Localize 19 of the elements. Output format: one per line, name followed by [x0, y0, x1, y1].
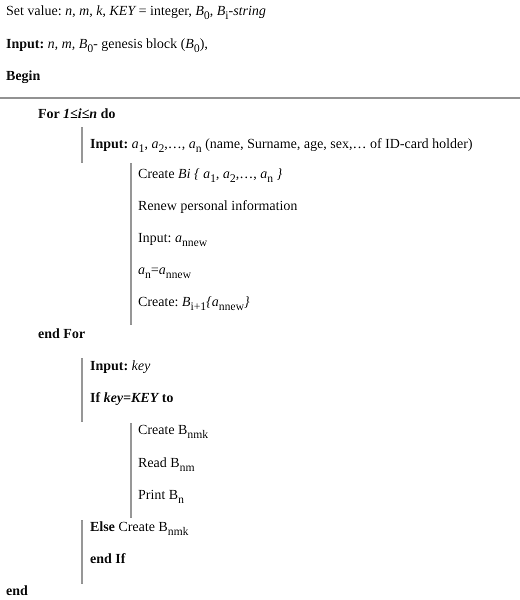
code-line: Create Bi { a$_{1}$, a$_{2}$,…, a$_{n}$ }	[138, 166, 282, 187]
code-line: end For	[38, 326, 86, 344]
code-line: end	[6, 583, 28, 600]
code-line: Read B$_{nm}$	[138, 455, 195, 476]
code-line: Set value: n, m, k, KEY = integer, B$_{0}$, B$_{i}$-string	[6, 3, 266, 24]
code-line: end If	[90, 551, 126, 569]
code-line: Else Create B$_{nmk}$	[90, 519, 188, 540]
code-line: For 1≤i≤n do	[38, 106, 116, 124]
code-line: Input: a$_{nnew}$	[138, 230, 208, 251]
code-line: Input: key	[90, 358, 150, 376]
code-line: Begin	[6, 68, 40, 86]
code-line: Input: n, m, B$_{0}$- genesis block (B$_{0}$),	[6, 36, 208, 57]
code-line: If key=KEY to	[90, 390, 174, 408]
code-line: Create B$_{nmk}$	[138, 422, 208, 443]
code-line: Print B$_{n}$	[138, 487, 184, 508]
code-line: a$_{n}$=a$_{nnew}$	[138, 262, 191, 283]
code-line: Input: a$_{1}$, a$_{2}$,…, a$_{n}$ (name, Surname, age, sex,… of ID-card holder)	[90, 136, 473, 157]
code-line: Renew personal information	[138, 198, 298, 216]
code-line: Create: B$_{i+1}${a$_{nnew}$}	[138, 294, 250, 315]
